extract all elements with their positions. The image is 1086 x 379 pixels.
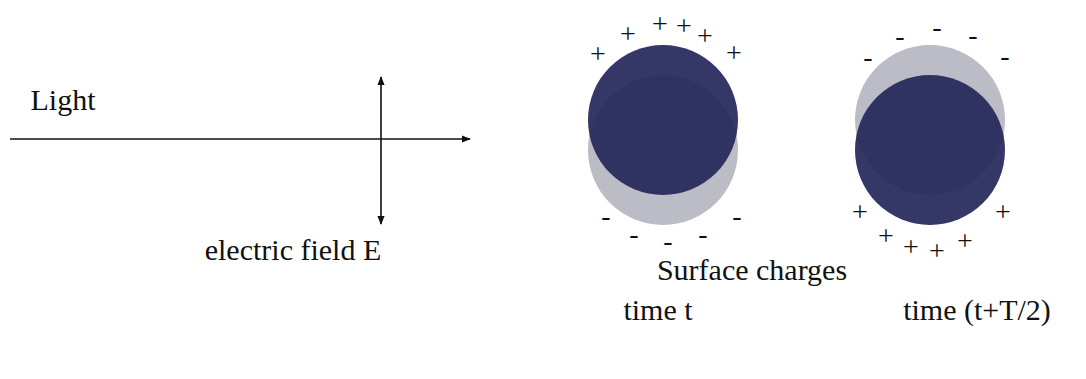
light-label: Light xyxy=(31,85,96,115)
electron-cloud xyxy=(588,45,738,195)
charge-sign: + xyxy=(903,233,919,261)
charge-sign: + xyxy=(852,198,868,226)
charge-sign: - xyxy=(895,22,904,50)
time-label: time t xyxy=(623,295,692,325)
charge-sign: - xyxy=(932,13,941,41)
charge-sign: + xyxy=(697,22,713,50)
field-label: electric field E xyxy=(205,235,382,265)
charge-sign: - xyxy=(968,21,977,49)
charge-sign: + xyxy=(620,20,636,48)
charge-sign: - xyxy=(863,43,872,71)
charge-sign: - xyxy=(1000,42,1009,70)
charge-sign: - xyxy=(698,220,707,248)
charge-sign: - xyxy=(663,227,672,255)
caption-label: Surface charges xyxy=(657,255,847,285)
charge-sign: + xyxy=(929,237,945,265)
charge-sign: + xyxy=(878,222,894,250)
charge-sign: - xyxy=(601,202,610,230)
charge-sign: + xyxy=(995,198,1011,226)
electron-cloud xyxy=(855,75,1005,225)
charge-sign: + xyxy=(726,39,742,67)
charge-sign: - xyxy=(732,202,741,230)
charge-sign: + xyxy=(652,10,668,38)
charge-sign: + xyxy=(590,40,606,68)
charge-sign: + xyxy=(676,12,692,40)
field-arrow xyxy=(380,77,382,224)
time-label: time (t+T/2) xyxy=(903,295,1051,325)
charge-sign: + xyxy=(957,227,973,255)
propagation-arrow xyxy=(10,138,470,140)
charge-sign: - xyxy=(629,220,638,248)
